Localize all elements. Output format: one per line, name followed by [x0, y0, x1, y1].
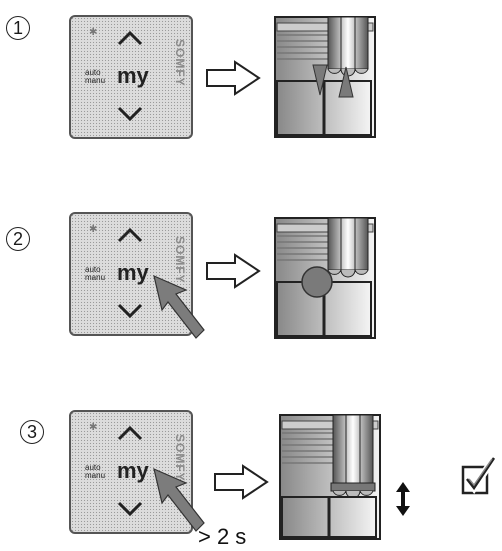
my-button-label: my [117, 260, 149, 285]
up-down-arrow-icon [396, 482, 410, 516]
checkbox-checked-icon [461, 456, 497, 495]
window-awning-moving-icon [274, 16, 376, 138]
press-pointer-arrow-icon [153, 274, 205, 339]
step-number-1: 1 [6, 16, 30, 40]
hollow-right-arrow-icon [214, 464, 269, 500]
window-awning-stop-icon [274, 217, 376, 339]
down-chevron-icon [117, 303, 143, 319]
led-indicator-icon: ✱ [89, 224, 98, 235]
window-awning-set-icon [279, 414, 381, 540]
led-indicator-icon: ✱ [89, 27, 98, 38]
up-chevron-icon [117, 30, 143, 46]
hold-duration-label: > 2 s [198, 524, 247, 549]
step-number-2: 2 [6, 227, 30, 251]
brand-label: SOMFY [173, 434, 187, 482]
up-chevron-icon [117, 227, 143, 243]
down-chevron-icon [117, 501, 143, 517]
led-indicator-icon: ✱ [89, 422, 98, 433]
brand-label: SOMFY [173, 236, 187, 284]
up-chevron-icon [117, 425, 143, 441]
brand-label: SOMFY [173, 39, 187, 87]
hollow-right-arrow-icon [206, 253, 261, 289]
down-chevron-icon [117, 106, 143, 122]
step-number-3: 3 [20, 420, 44, 444]
my-button-label: my [117, 458, 149, 483]
hollow-right-arrow-icon [206, 60, 261, 96]
press-pointer-arrow-icon [153, 467, 205, 532]
my-button-label: my [117, 63, 149, 88]
